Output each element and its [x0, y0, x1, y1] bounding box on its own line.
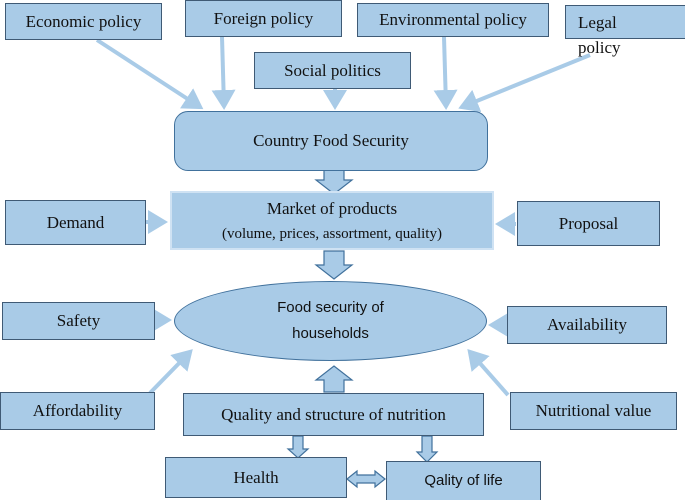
- legal-policy-box: Legal policy: [565, 5, 685, 57]
- market-title: Market of products: [266, 198, 398, 218]
- block-arrow-nutrition-to-quality-of-life: [415, 435, 439, 463]
- market-subtitle: (volume, prices, assortment, quality): [222, 225, 442, 242]
- households-line2: households: [292, 325, 369, 342]
- legal-policy-line1: Legal: [578, 13, 617, 32]
- affordability-box: Affordability: [0, 392, 155, 430]
- safety-box: Safety: [2, 302, 155, 340]
- country-food-security-label: Country Food Security: [253, 131, 409, 151]
- nutritional-value-box: Nutritional value: [510, 392, 677, 430]
- households-line1: Food security of: [277, 298, 384, 316]
- nutritional-value-label: Nutritional value: [535, 401, 652, 421]
- availability-label: Availability: [547, 315, 627, 335]
- quality-of-life-box: Qality of life: [386, 461, 541, 500]
- health-box: Health: [165, 457, 347, 498]
- quality-structure-box: Quality and structure of nutrition: [183, 393, 484, 436]
- arrow-foreign: [211, 36, 236, 110]
- foreign-policy-box: Foreign policy: [185, 0, 342, 37]
- social-politics-box: Social politics: [254, 52, 411, 89]
- arrow-legal: [458, 53, 591, 113]
- arrow-economic: [95, 38, 204, 110]
- affordability-label: Affordability: [32, 401, 123, 421]
- household-food-security-ellipse: Food security of households: [174, 281, 487, 361]
- block-arrow-market-to-households: [314, 250, 354, 280]
- demand-label: Demand: [46, 212, 105, 232]
- social-politics-label: Social politics: [284, 60, 381, 80]
- block-arrow-nutrition-to-households: [314, 365, 354, 393]
- arrow-nutritional-value: [467, 349, 510, 397]
- arrow-environmental: [433, 36, 458, 110]
- availability-box: Availability: [507, 306, 667, 344]
- safety-label: Safety: [56, 311, 101, 331]
- arrow-affordability: [148, 349, 193, 395]
- environmental-policy-box: Environmental policy: [357, 3, 549, 37]
- country-food-security-box: Country Food Security: [174, 111, 488, 171]
- proposal-box: Proposal: [517, 201, 660, 246]
- proposal-label: Proposal: [558, 213, 619, 233]
- double-arrow-health-quality-of-life: [346, 469, 386, 489]
- demand-box: Demand: [5, 200, 146, 245]
- block-arrow-nutrition-to-health: [286, 435, 310, 459]
- quality-structure-label: Quality and structure of nutrition: [221, 404, 446, 424]
- economic-policy-box: Economic policy: [5, 3, 162, 40]
- legal-policy-line2: policy: [578, 38, 621, 57]
- quality-of-life-label: Qality of life: [424, 471, 503, 489]
- health-label: Health: [233, 467, 279, 487]
- market-of-products-box: Market of products (volume, prices, asso…: [170, 191, 494, 250]
